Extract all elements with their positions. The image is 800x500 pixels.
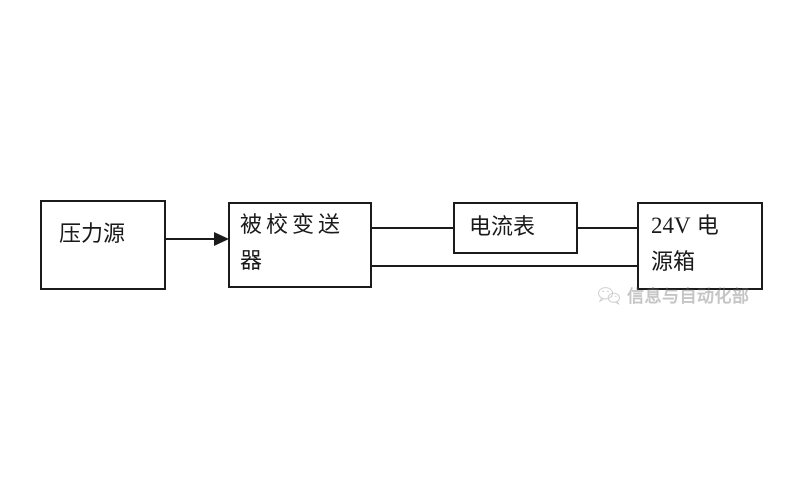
wechat-logo-icon xyxy=(597,285,621,305)
connector-transmitter-to-power-supply-return xyxy=(372,265,637,267)
block-power-supply-label-line2: 源箱 xyxy=(651,249,696,274)
block-ammeter: 电流表 xyxy=(453,202,578,254)
block-pressure-source-label: 压力源 xyxy=(59,221,126,246)
connector-source-to-transmitter xyxy=(166,238,218,240)
block-ammeter-label: 电流表 xyxy=(469,214,536,239)
block-transmitter-label: 被校变送 器 xyxy=(240,212,345,273)
block-transmitter-under-calibration: 被校变送 器 xyxy=(228,202,372,288)
block-power-supply-label-line1-rest: 电 xyxy=(690,213,719,238)
block-24v-power-supply: 24V 电源箱 xyxy=(637,202,763,290)
block-power-supply-voltage: 24V xyxy=(651,213,691,238)
connector-transmitter-to-ammeter xyxy=(372,227,453,229)
block-power-supply-label: 24V 电源箱 xyxy=(651,208,755,280)
connector-ammeter-to-power-supply xyxy=(578,227,637,229)
arrowhead-icon xyxy=(214,232,229,246)
block-pressure-source: 压力源 xyxy=(40,200,166,290)
